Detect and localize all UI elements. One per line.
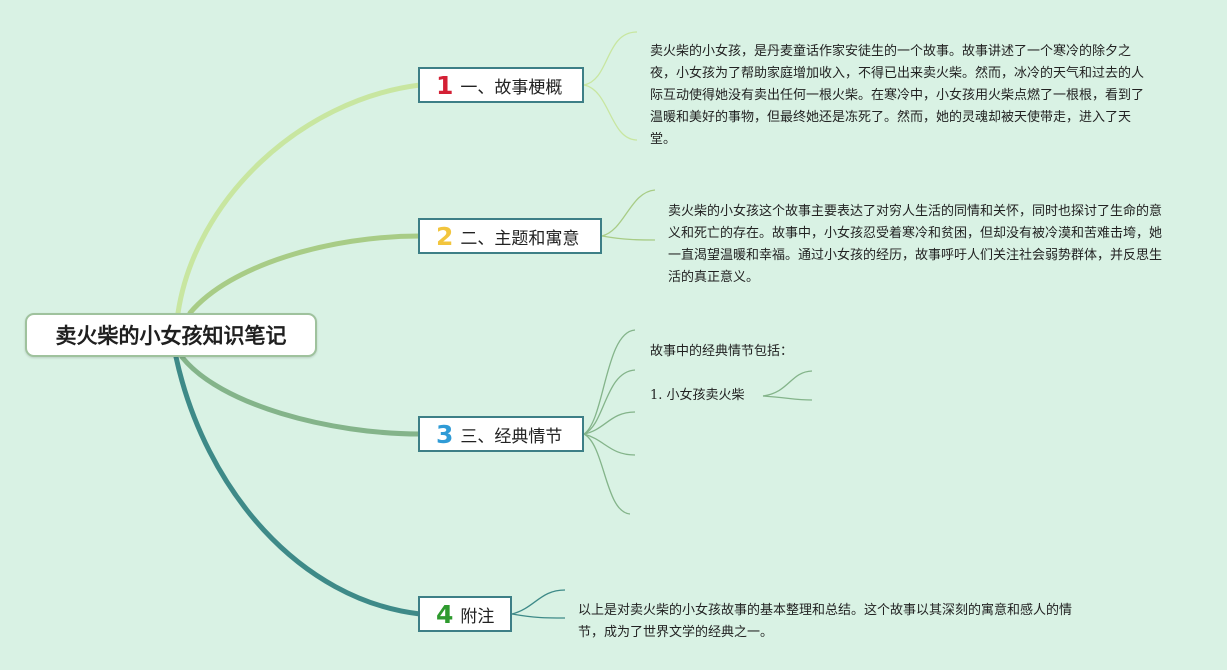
link-note-2 (601, 189, 656, 237)
branch-1-note: 卖火柴的小女孩，是丹麦童话作家安徒生的一个故事。故事讲述了一个寒冷的除夕之夜，小… (650, 44, 1145, 147)
link-branch-1 (175, 82, 423, 316)
link-plot-fan (583, 329, 636, 435)
branch-3-label: 三、经典情节 (460, 426, 563, 447)
branch-1-label: 一、故事梗概 (460, 77, 563, 98)
root-title: 卖火柴的小女孩知识笔记 (55, 324, 287, 348)
number-3-icon: 3 (436, 419, 454, 449)
root-topic[interactable]: 卖火柴的小女孩知识笔记 (25, 313, 317, 357)
link-plot-item-sub (762, 370, 813, 397)
branch-1[interactable]: 1 一、故事梗概 (418, 67, 584, 103)
link-branch-4 (173, 354, 423, 617)
link-branch-2 (187, 233, 423, 316)
branch-2-label: 二、主题和寓意 (460, 228, 580, 249)
branch-2[interactable]: 2 二、主题和寓意 (418, 218, 602, 254)
branch-4-note: 以上是对卖火柴的小女孩故事的基本整理和总结。这个故事以其深刻的寓意和感人的情节，… (578, 603, 1073, 640)
plot-item-1: 1. 小女孩卖火柴 (650, 388, 745, 403)
link-note-4 (511, 589, 566, 615)
branch-4[interactable]: 4 附注 (418, 596, 512, 632)
link-branch-3 (179, 354, 423, 437)
branch-4-label: 附注 (460, 606, 495, 627)
number-4-icon: 4 (436, 599, 454, 629)
number-1-icon: 1 (436, 70, 454, 100)
number-2-icon: 2 (436, 221, 454, 251)
branch-3[interactable]: 3 三、经典情节 (418, 416, 584, 452)
plot-intro: 故事中的经典情节包括： (650, 344, 794, 359)
link-note-1 (583, 31, 638, 86)
branch-2-note: 卖火柴的小女孩这个故事主要表达了对穷人生活的同情和关怀，同时也探讨了生命的意义和… (668, 204, 1163, 285)
